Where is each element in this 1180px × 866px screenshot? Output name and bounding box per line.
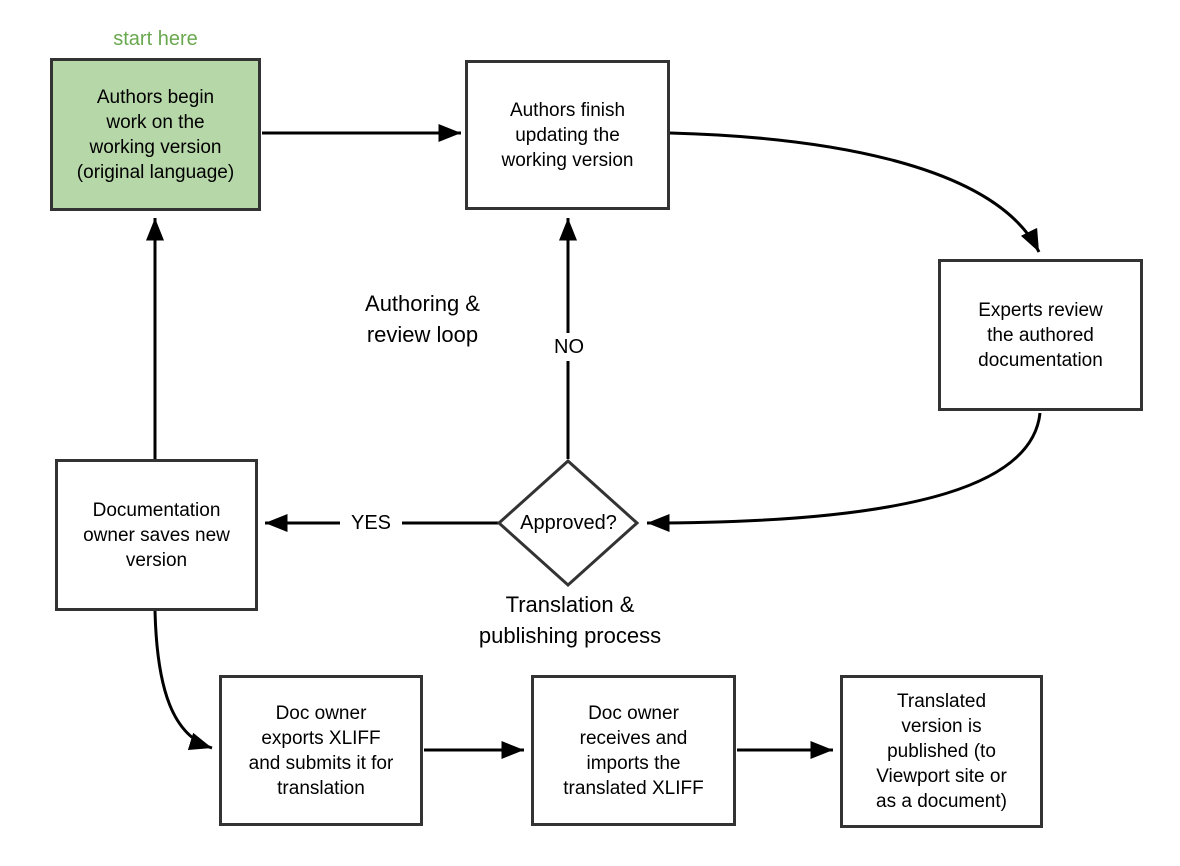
authoring-loop-label: Authoring & review loop: [365, 291, 480, 347]
translation-process-label: Translation & publishing process: [478, 592, 662, 648]
yes-edge-label: YES: [340, 509, 402, 537]
node-authors-begin: Authors begin work on the working versio…: [50, 58, 261, 211]
arrow-save-to-export: [153, 610, 213, 750]
start-here-label: start here: [113, 27, 198, 50]
node-import-xliff: Doc owner receives and imports the trans…: [531, 675, 736, 826]
decision-diamond-approved: [496, 458, 640, 588]
node-doc-owner-saves: Documentation owner saves new version: [55, 459, 258, 611]
node-experts-review: Experts review the authored documentatio…: [938, 259, 1143, 411]
decision-approved-label: Approved?: [520, 511, 617, 534]
node-export-xliff: Doc owner exports XLIFF and submits it f…: [219, 675, 423, 826]
arrow-experts-to-approved: [646, 412, 1042, 532]
arrow-finish-to-experts: [669, 131, 1041, 253]
no-edge-label: NO: [546, 333, 592, 361]
node-published: Translated version is published (to View…: [840, 675, 1043, 828]
node-authors-finish: Authors finish updating the working vers…: [465, 60, 670, 210]
